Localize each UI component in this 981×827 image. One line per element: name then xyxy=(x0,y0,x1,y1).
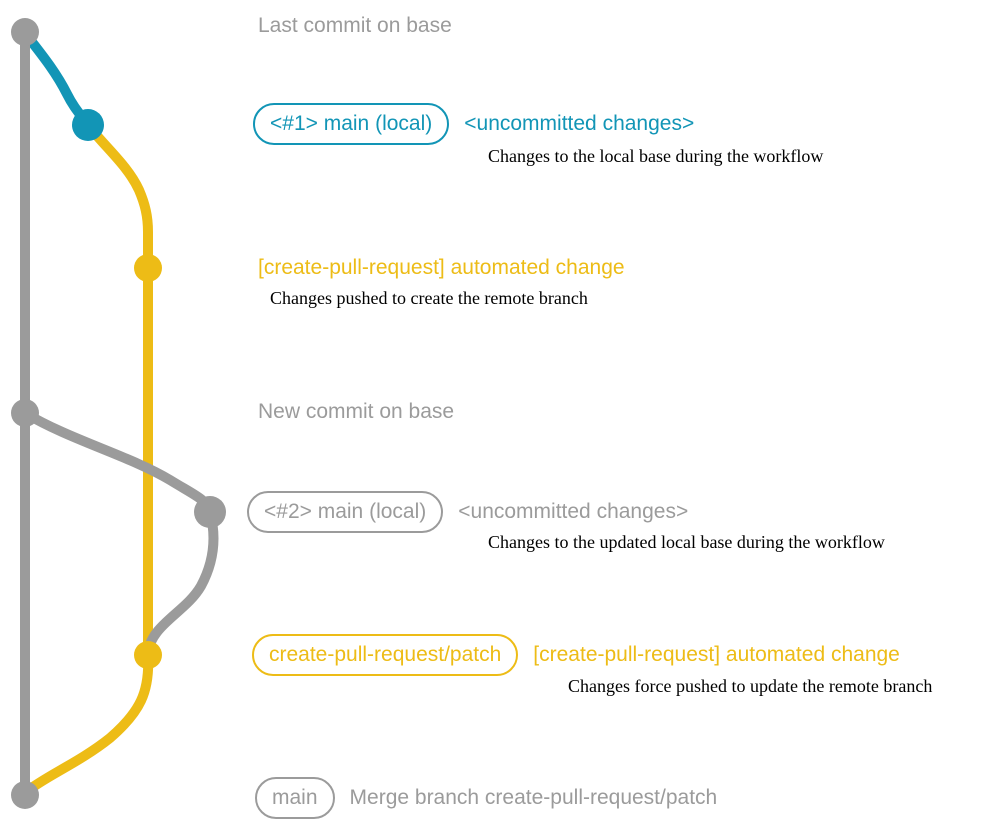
commit-dot-new-base xyxy=(11,399,39,427)
annotation-merge-row: main Merge branch create-pull-request/pa… xyxy=(255,777,717,819)
automated-change-label-1: [create-pull-request] automated change xyxy=(258,256,625,279)
uncommitted-changes-label-2: <uncommitted changes> xyxy=(458,500,689,523)
commit-dot-merge xyxy=(11,781,39,809)
new-commit-label: New commit on base xyxy=(258,400,455,423)
merge-message-label: Merge branch create-pull-request/patch xyxy=(349,786,718,809)
branch-label-main: main xyxy=(255,777,335,819)
git-graph xyxy=(11,18,226,809)
description-push2: Changes force pushed to update the remot… xyxy=(568,676,933,696)
description-push1: Changes pushed to create the remote bran… xyxy=(270,288,588,308)
last-commit-label: Last commit on base xyxy=(258,14,452,37)
annotation-push2-row: create-pull-request/patch [create-pull-r… xyxy=(252,634,900,676)
uncommitted-changes-label-1: <uncommitted changes> xyxy=(464,112,695,135)
annotation-last-commit-row: Last commit on base xyxy=(258,13,452,39)
branch-line-main-local-2 xyxy=(20,408,219,657)
commit-dot-main-local-1 xyxy=(72,109,104,141)
branch-label-main-local-2: <#2> main (local) xyxy=(247,491,444,533)
commit-dot-automated-change-2 xyxy=(134,641,162,669)
automated-change-label-2: [create-pull-request] automated change xyxy=(533,643,900,666)
annotation-new-commit-row: New commit on base xyxy=(258,399,454,425)
commit-dot-main-local-2 xyxy=(194,496,226,528)
annotation-checkpoint2-row: <#2> main (local) <uncommitted changes> xyxy=(247,491,688,533)
commit-dot-last-base xyxy=(11,18,39,46)
description-checkpoint2: Changes to the updated local base during… xyxy=(488,532,885,552)
annotation-checkpoint1-row: <#1> main (local) <uncommitted changes> xyxy=(253,103,694,145)
branch-label-patch: create-pull-request/patch xyxy=(252,634,519,676)
branch-line-main-local-1 xyxy=(20,28,93,130)
branch-label-main-local-1: <#1> main (local) xyxy=(253,103,450,145)
annotation-push1-row: [create-pull-request] automated change xyxy=(258,255,625,281)
commit-dot-automated-change-1 xyxy=(134,254,162,282)
description-checkpoint1: Changes to the local base during the wor… xyxy=(488,146,824,166)
